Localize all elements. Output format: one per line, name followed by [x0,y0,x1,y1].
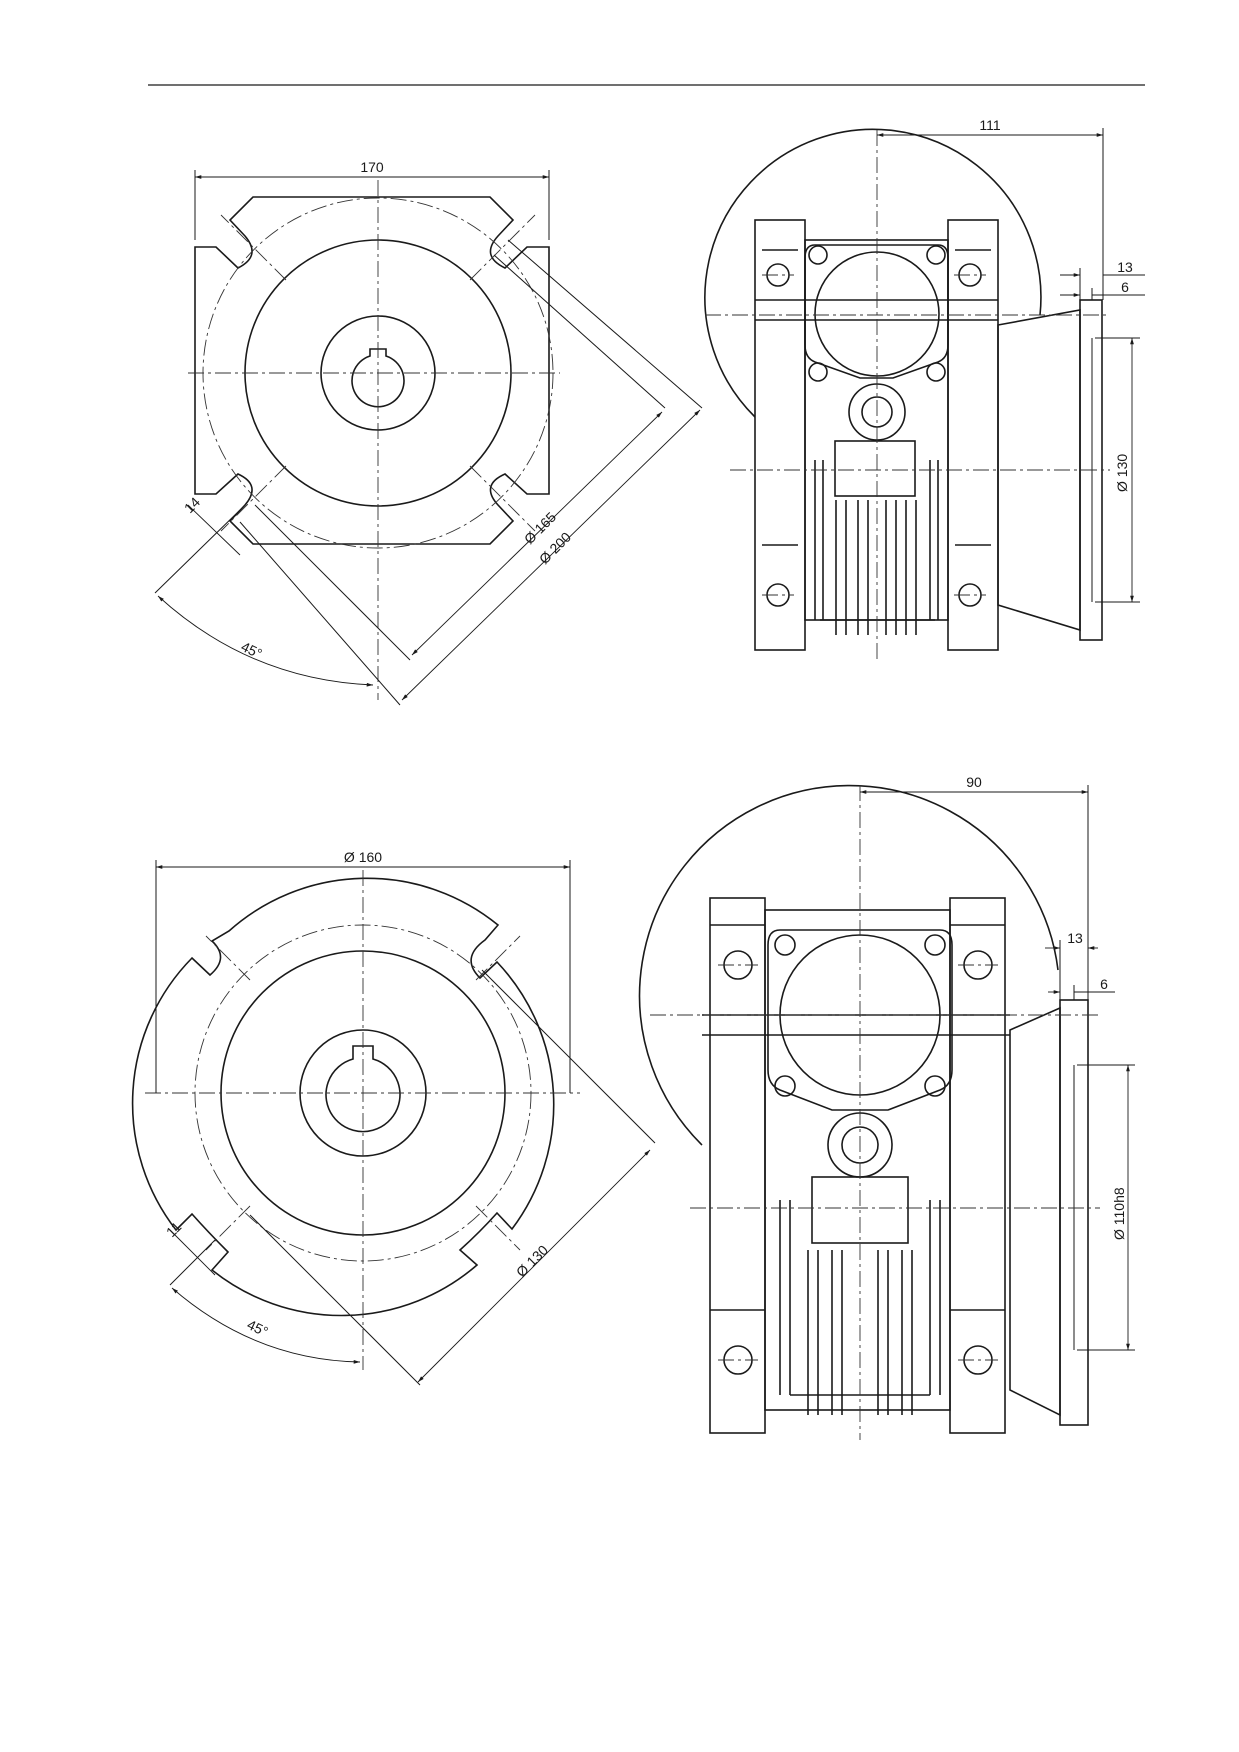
dim-spigot-dia: Ø 130 [1114,454,1130,492]
dim-angle: 45° [239,638,265,661]
cooling-fins [835,500,917,635]
dim-slot-width-bottom: 11 [163,1218,185,1240]
slot-axis-tl [220,214,287,281]
dim-flange-thickness: 13 [1117,259,1133,275]
dim-spigot-depth-bottom: 6 [1100,976,1108,992]
worm-wheel-housing [704,128,1042,418]
cooling-fins-bottom [807,1250,913,1415]
dim-line-pcd-bottom [417,1149,651,1383]
foot-right [947,219,999,651]
top-gearbox-view: 111 13 6 Ø 130 [704,117,1145,660]
keyed-bore-bottom [325,1045,401,1133]
output-flange-bottom [1009,1006,1061,1417]
dim-flange-width: 170 [360,159,384,175]
input-flange-plate [804,244,949,379]
slot-axis-tr [469,214,536,281]
worm-wheel-housing-bottom [638,784,1059,1146]
dim-line-200 [401,409,701,701]
foot-left [754,219,806,651]
dim-pcd-bottom: Ø 130 [513,1242,551,1280]
dim-outer-dia-bottom: Ø 160 [344,849,382,865]
keyed-bore [351,348,405,408]
dim-center-offset-bottom: 90 [966,774,982,790]
dim-angle-bottom: 45° [245,1316,271,1339]
dim-spigot-depth: 6 [1121,279,1129,295]
dim-center-offset: 111 [979,117,1000,133]
angle-arc-bottom [171,1287,361,1364]
dim-slot-width: 14 [181,494,203,516]
slot-axis-bl [220,465,287,532]
housing-body [804,239,949,621]
round-flange-outline [131,877,555,1317]
bottom-flange-view: Ø 160 Ø 130 11 45° [131,849,656,1386]
input-flange-plate-bottom [767,929,953,1111]
top-flange-view: 170 Ø 165 Ø 200 14 45° [154,159,703,706]
dim-flange-thickness-bottom: 13 [1067,930,1083,946]
bottom-gearbox-view: 90 13 6 Ø 110h8 [638,774,1135,1440]
angle-arc [157,595,374,687]
dim-spigot-dia-bottom: Ø 110h8 [1111,1187,1127,1240]
name-plate [834,440,916,497]
housing-body-bottom [764,909,951,1411]
